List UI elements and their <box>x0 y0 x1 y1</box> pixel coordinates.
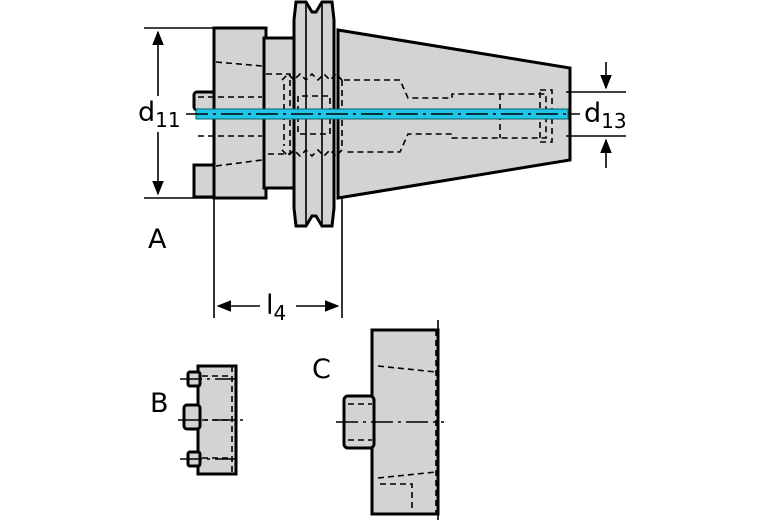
svg-text:d13: d13 <box>584 98 627 133</box>
flange-hidden-lines <box>198 61 291 167</box>
d13-label: d <box>584 98 601 129</box>
detail-c-view <box>336 320 444 520</box>
view-label-b: B <box>150 388 169 419</box>
main-tool-view <box>186 0 580 228</box>
dim-l4 <box>213 198 343 318</box>
view-label-a: A <box>148 224 167 255</box>
d11-sub: 11 <box>155 108 180 132</box>
thread-hidden-lines <box>281 72 343 158</box>
svg-text:l4: l4 <box>266 290 286 325</box>
l4-label: l <box>266 290 274 321</box>
d11-label: d <box>138 97 155 128</box>
svg-text:d11: d11 <box>138 97 181 132</box>
detail-b-view <box>178 364 244 476</box>
d13-sub: 13 <box>601 109 626 133</box>
view-label-c: C <box>312 354 331 385</box>
dim-d11 <box>144 27 214 199</box>
dim-d13 <box>566 62 626 168</box>
l4-sub: 4 <box>274 301 287 325</box>
